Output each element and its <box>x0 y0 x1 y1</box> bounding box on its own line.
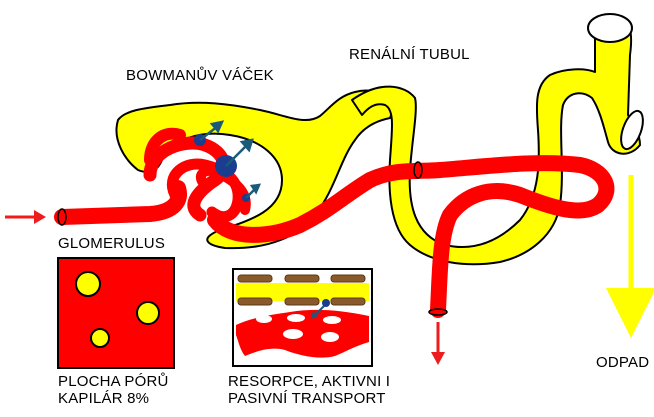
capillary-pore <box>256 315 272 323</box>
molecule-arrow-icon <box>209 120 225 134</box>
duct-opening-top <box>587 13 633 43</box>
glomerulus-label: GLOMERULUS <box>58 235 166 252</box>
waste-arrow-icon <box>606 175 654 338</box>
afferent-opening <box>57 208 67 226</box>
capillary-pore <box>323 316 341 324</box>
membrane-cell <box>330 297 366 306</box>
pores-label-line1: PLOCHA PÓRŮ <box>58 373 169 390</box>
duct-opening-side <box>620 109 644 151</box>
molecule-arrow-icon <box>239 138 254 153</box>
resorption-arrow-icon <box>311 311 318 319</box>
transport-inset <box>232 268 373 367</box>
transport-label-line1: RESORPCE, AKTIVNI I <box>228 373 391 390</box>
efferent-opening <box>428 308 448 316</box>
transport-label-line2: PASIVNÍ TRANSPORT <box>228 390 386 407</box>
transported-molecule <box>322 299 330 307</box>
membrane-cell <box>237 297 273 306</box>
blood-vessels <box>54 127 615 318</box>
arrow-right-icon <box>5 210 46 224</box>
glomerular-loop-3 <box>195 165 251 215</box>
filtration-molecules <box>194 120 262 202</box>
arrow-down-icon <box>431 322 445 365</box>
molecule-arrow-icon <box>249 183 262 195</box>
pores-inset <box>57 257 175 369</box>
capillary-pore <box>287 314 305 322</box>
capillary-pore <box>283 329 303 339</box>
capillary-opening <box>413 161 423 179</box>
membrane-cell <box>284 274 320 283</box>
membrane-cell <box>237 274 273 283</box>
renal-tubule-label: RENÁLNÍ TUBUL <box>349 46 470 63</box>
afferent-arteriole <box>54 180 187 225</box>
pore <box>90 328 110 348</box>
pore <box>75 271 101 297</box>
bowman-capsule-label: BOWMANŮV VÁČEK <box>126 67 274 84</box>
membrane-cell <box>330 274 366 283</box>
efferent-arteriole <box>207 155 615 318</box>
glomerular-loop-4 <box>144 127 186 166</box>
membrane-cell <box>284 297 320 306</box>
pore <box>136 301 160 325</box>
bowman-capsule <box>115 89 396 250</box>
pores-label-line2: KAPILÁR 8% <box>58 390 150 407</box>
capillary-pore <box>321 332 339 342</box>
waste-label: ODPAD <box>596 354 650 371</box>
